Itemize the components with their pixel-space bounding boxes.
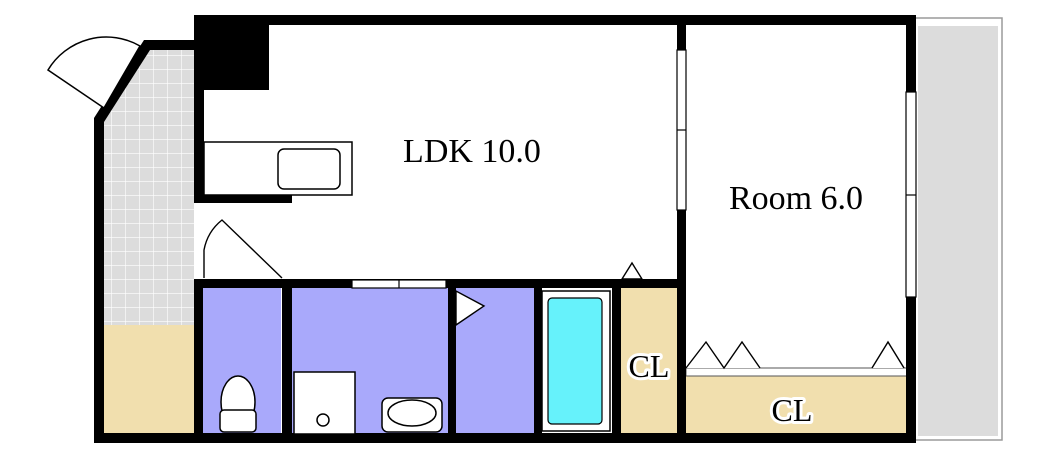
windows — [351, 49, 917, 298]
entrance-tile-floor — [104, 50, 194, 325]
closet-right-doors — [685, 340, 905, 370]
washroom-door — [455, 289, 486, 327]
bathtub — [541, 290, 611, 432]
room-label: Room 6.0 — [729, 180, 863, 217]
closet-right-rail — [685, 367, 909, 377]
wash-basin — [381, 397, 443, 433]
closet-right-label: CL — [772, 392, 813, 428]
entrance-door — [46, 36, 142, 110]
closet-left-door — [620, 261, 644, 280]
entrance-storage — [100, 325, 194, 435]
closet-right-area — [686, 372, 908, 435]
kitchen-sink — [277, 148, 341, 190]
balcony — [911, 17, 1003, 441]
ldk-label: LDK 10.0 — [403, 133, 541, 170]
closet-left-label: CL — [629, 348, 670, 384]
closet-left-area — [620, 287, 678, 435]
balcony-floor — [918, 26, 998, 436]
toilet-fixture — [219, 375, 257, 433]
washing-machine — [293, 371, 356, 435]
toilet-door — [203, 219, 283, 279]
kitchen-counter — [203, 141, 353, 196]
